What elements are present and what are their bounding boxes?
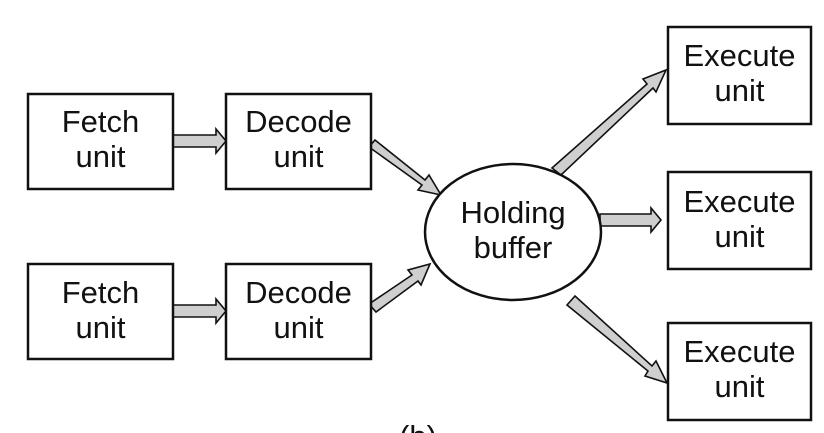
execute-unit-bottom-label-line1: Execute xyxy=(683,334,795,369)
execute-unit-bottom-label-line2: unit xyxy=(715,369,765,404)
decode-unit-top-label-line1: Decode xyxy=(245,104,352,139)
fetch-unit-bottom-label-line1: Fetch xyxy=(62,275,140,310)
fetch-unit-bottom-label-line2: unit xyxy=(76,310,126,345)
holding-buffer-label-line2: buffer xyxy=(474,230,553,265)
holding-buffer: Holding buffer xyxy=(423,162,603,302)
execute-unit-top: Execute unit xyxy=(666,25,813,126)
holding-buffer-label-line1: Holding xyxy=(460,195,565,230)
decode-unit-top: Decode unit xyxy=(224,92,373,191)
decode-unit-bottom-label-line1: Decode xyxy=(245,275,352,310)
fetch-unit-top: Fetch unit xyxy=(26,92,175,191)
arrow-fetch-bottom-to-decode-bottom xyxy=(172,296,228,326)
decode-unit-bottom: Decode unit xyxy=(224,262,373,361)
arrow-buffer-to-execute-middle xyxy=(599,205,663,235)
decode-unit-bottom-label-line2: unit xyxy=(274,310,324,345)
arrow-buffer-to-execute-bottom xyxy=(565,294,669,385)
arrow-decode-bottom-to-buffer xyxy=(367,262,432,314)
fetch-unit-top-label-line1: Fetch xyxy=(62,104,140,139)
execute-unit-bottom: Execute unit xyxy=(666,321,813,422)
arrow-buffer-to-execute-top xyxy=(550,68,668,177)
arrows xyxy=(172,68,669,385)
figure-caption: (b) xyxy=(399,419,437,433)
execute-unit-middle-label-line2: unit xyxy=(715,219,765,254)
fetch-unit-bottom: Fetch unit xyxy=(26,262,175,361)
execute-unit-middle: Execute unit xyxy=(666,170,813,271)
execute-unit-top-label-line1: Execute xyxy=(683,38,795,73)
arrow-decode-top-to-buffer xyxy=(367,138,443,197)
fetch-unit-top-label-line2: unit xyxy=(76,139,126,174)
arrow-fetch-top-to-decode-top xyxy=(172,126,228,156)
decode-unit-top-label-line2: unit xyxy=(274,139,324,174)
execute-unit-middle-label-line1: Execute xyxy=(683,184,795,219)
execute-unit-top-label-line2: unit xyxy=(715,73,765,108)
